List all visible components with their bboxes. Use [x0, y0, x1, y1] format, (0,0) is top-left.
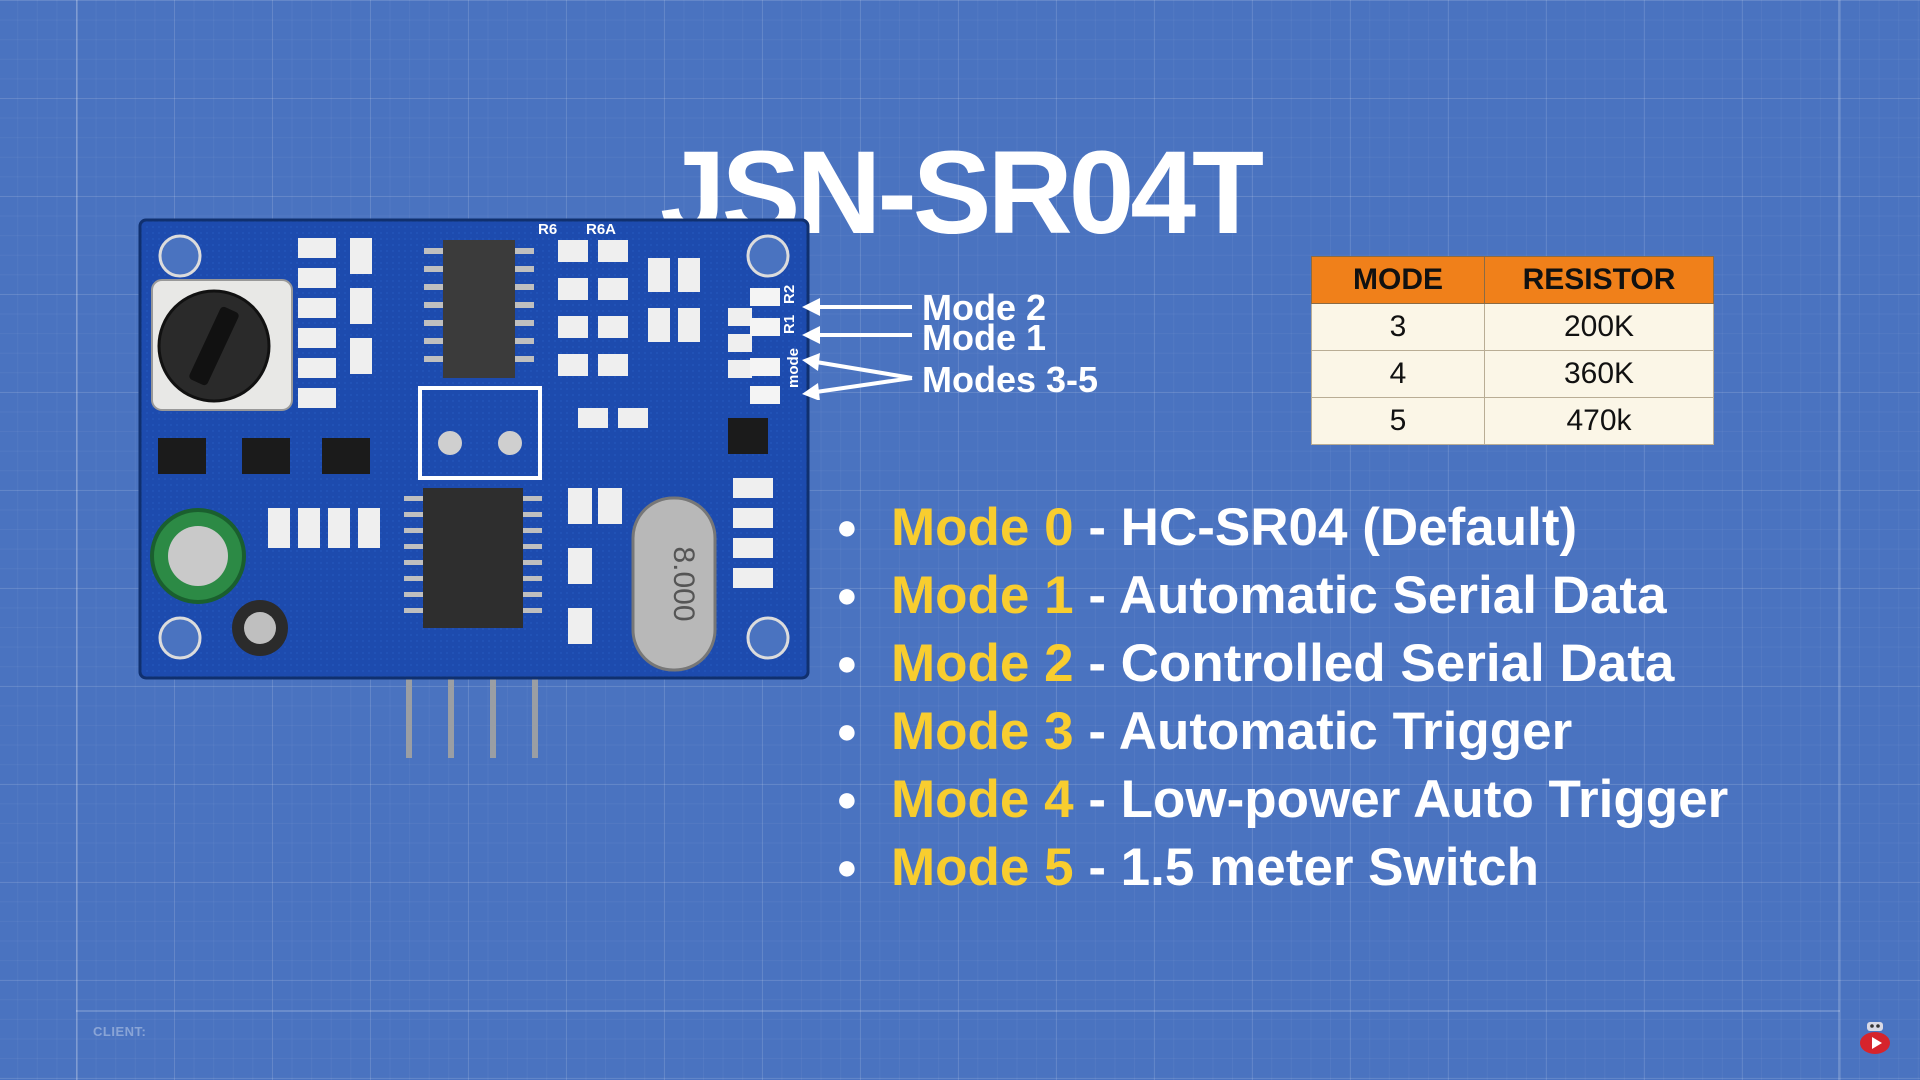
mode-description: - Low-power Auto Trigger	[1088, 770, 1729, 829]
mode-list: ● Mode 0 - HC-SR04 (Default) ● Mode 1 - Au…	[836, 498, 1728, 906]
list-item: ● Mode 5 - 1.5 meter Switch	[836, 838, 1728, 906]
frame-line-right	[1838, 0, 1840, 1080]
frame-line-bottom	[76, 1010, 1840, 1012]
table-row: 3 200K	[1311, 303, 1714, 351]
list-item: ● Mode 3 - Automatic Trigger	[836, 702, 1728, 770]
mounting-holes	[158, 234, 790, 660]
bullet-icon: ●	[836, 574, 858, 615]
list-item: ● Mode 4 - Low-power Auto Trigger	[836, 770, 1728, 838]
table-row: 5 470k	[1311, 397, 1714, 445]
list-item: ● Mode 0 - HC-SR04 (Default)	[836, 498, 1728, 566]
table-header-mode: MODE	[1311, 256, 1485, 304]
mode-description: - HC-SR04 (Default)	[1088, 498, 1578, 557]
list-item: ● Mode 1 - Automatic Serial Data	[836, 566, 1728, 634]
mode-name: Mode 0	[891, 498, 1074, 557]
bullet-icon: ●	[836, 846, 858, 887]
silkscreen-box	[418, 386, 542, 480]
ic-chip-bottom	[404, 488, 542, 628]
table-cell-mode: 5	[1311, 397, 1485, 445]
callout-mode-1: Mode 1	[922, 317, 1047, 358]
table-cell-resistor: 200K	[1484, 303, 1714, 351]
mode-name: Mode 2	[891, 634, 1074, 693]
callout-mode-2: Mode 2	[922, 287, 1047, 328]
table-cell-mode: 4	[1311, 350, 1485, 398]
mode-description: - Automatic Trigger	[1088, 702, 1573, 761]
client-label: CLIENT:	[93, 1024, 147, 1039]
bullet-icon: ●	[836, 778, 858, 819]
callout-modes-3-5: Modes 3-5	[922, 359, 1099, 400]
smd-components	[268, 238, 773, 644]
mode-description: - 1.5 meter Switch	[1088, 838, 1539, 897]
list-item: ● Mode 2 - Controlled Serial Data	[836, 634, 1728, 702]
silk-mode: mode	[785, 348, 802, 388]
sensor-board-image: 8.000 R6 R6A R2 R1 mode	[138, 218, 810, 758]
mode-name: Mode 1	[891, 566, 1074, 625]
resistor-table: MODE RESISTOR 3 200K 4 360K 5 470k	[1311, 256, 1714, 445]
callout-arrows	[802, 298, 913, 400]
silk-r1: R1	[781, 315, 798, 334]
arrow-left-icon	[815, 376, 913, 394]
crystal-label: 8.000	[667, 546, 700, 621]
mode-pads	[750, 288, 780, 404]
bullet-icon: ●	[836, 710, 858, 751]
ic-chip-top	[424, 240, 534, 378]
silk-r2: R2	[781, 285, 798, 304]
table-header-resistor: RESISTOR	[1484, 256, 1714, 304]
silk-r6a: R6A	[586, 221, 616, 238]
mode-name: Mode 5	[891, 838, 1074, 897]
mode-name: Mode 3	[891, 702, 1074, 761]
table-cell-mode: 3	[1311, 303, 1485, 351]
bullet-icon: ●	[836, 642, 858, 683]
robot-play-icon	[1860, 1022, 1890, 1054]
arrow-left-icon	[815, 360, 913, 380]
mode-description: - Automatic Serial Data	[1088, 566, 1667, 625]
crystal: 8.000	[631, 496, 717, 672]
table-row: 4 360K	[1311, 350, 1714, 398]
table-cell-resistor: 360K	[1484, 350, 1714, 398]
frame-line-left	[76, 0, 78, 1080]
capacitor	[150, 508, 288, 656]
mode-description: - Controlled Serial Data	[1088, 634, 1675, 693]
table-header-row: MODE RESISTOR	[1311, 256, 1714, 304]
potentiometer	[151, 279, 293, 411]
bullet-icon: ●	[836, 506, 858, 547]
transistors	[158, 418, 768, 474]
silk-r6: R6	[538, 221, 557, 238]
mode-name: Mode 4	[891, 770, 1074, 829]
table-cell-resistor: 470k	[1484, 397, 1714, 445]
